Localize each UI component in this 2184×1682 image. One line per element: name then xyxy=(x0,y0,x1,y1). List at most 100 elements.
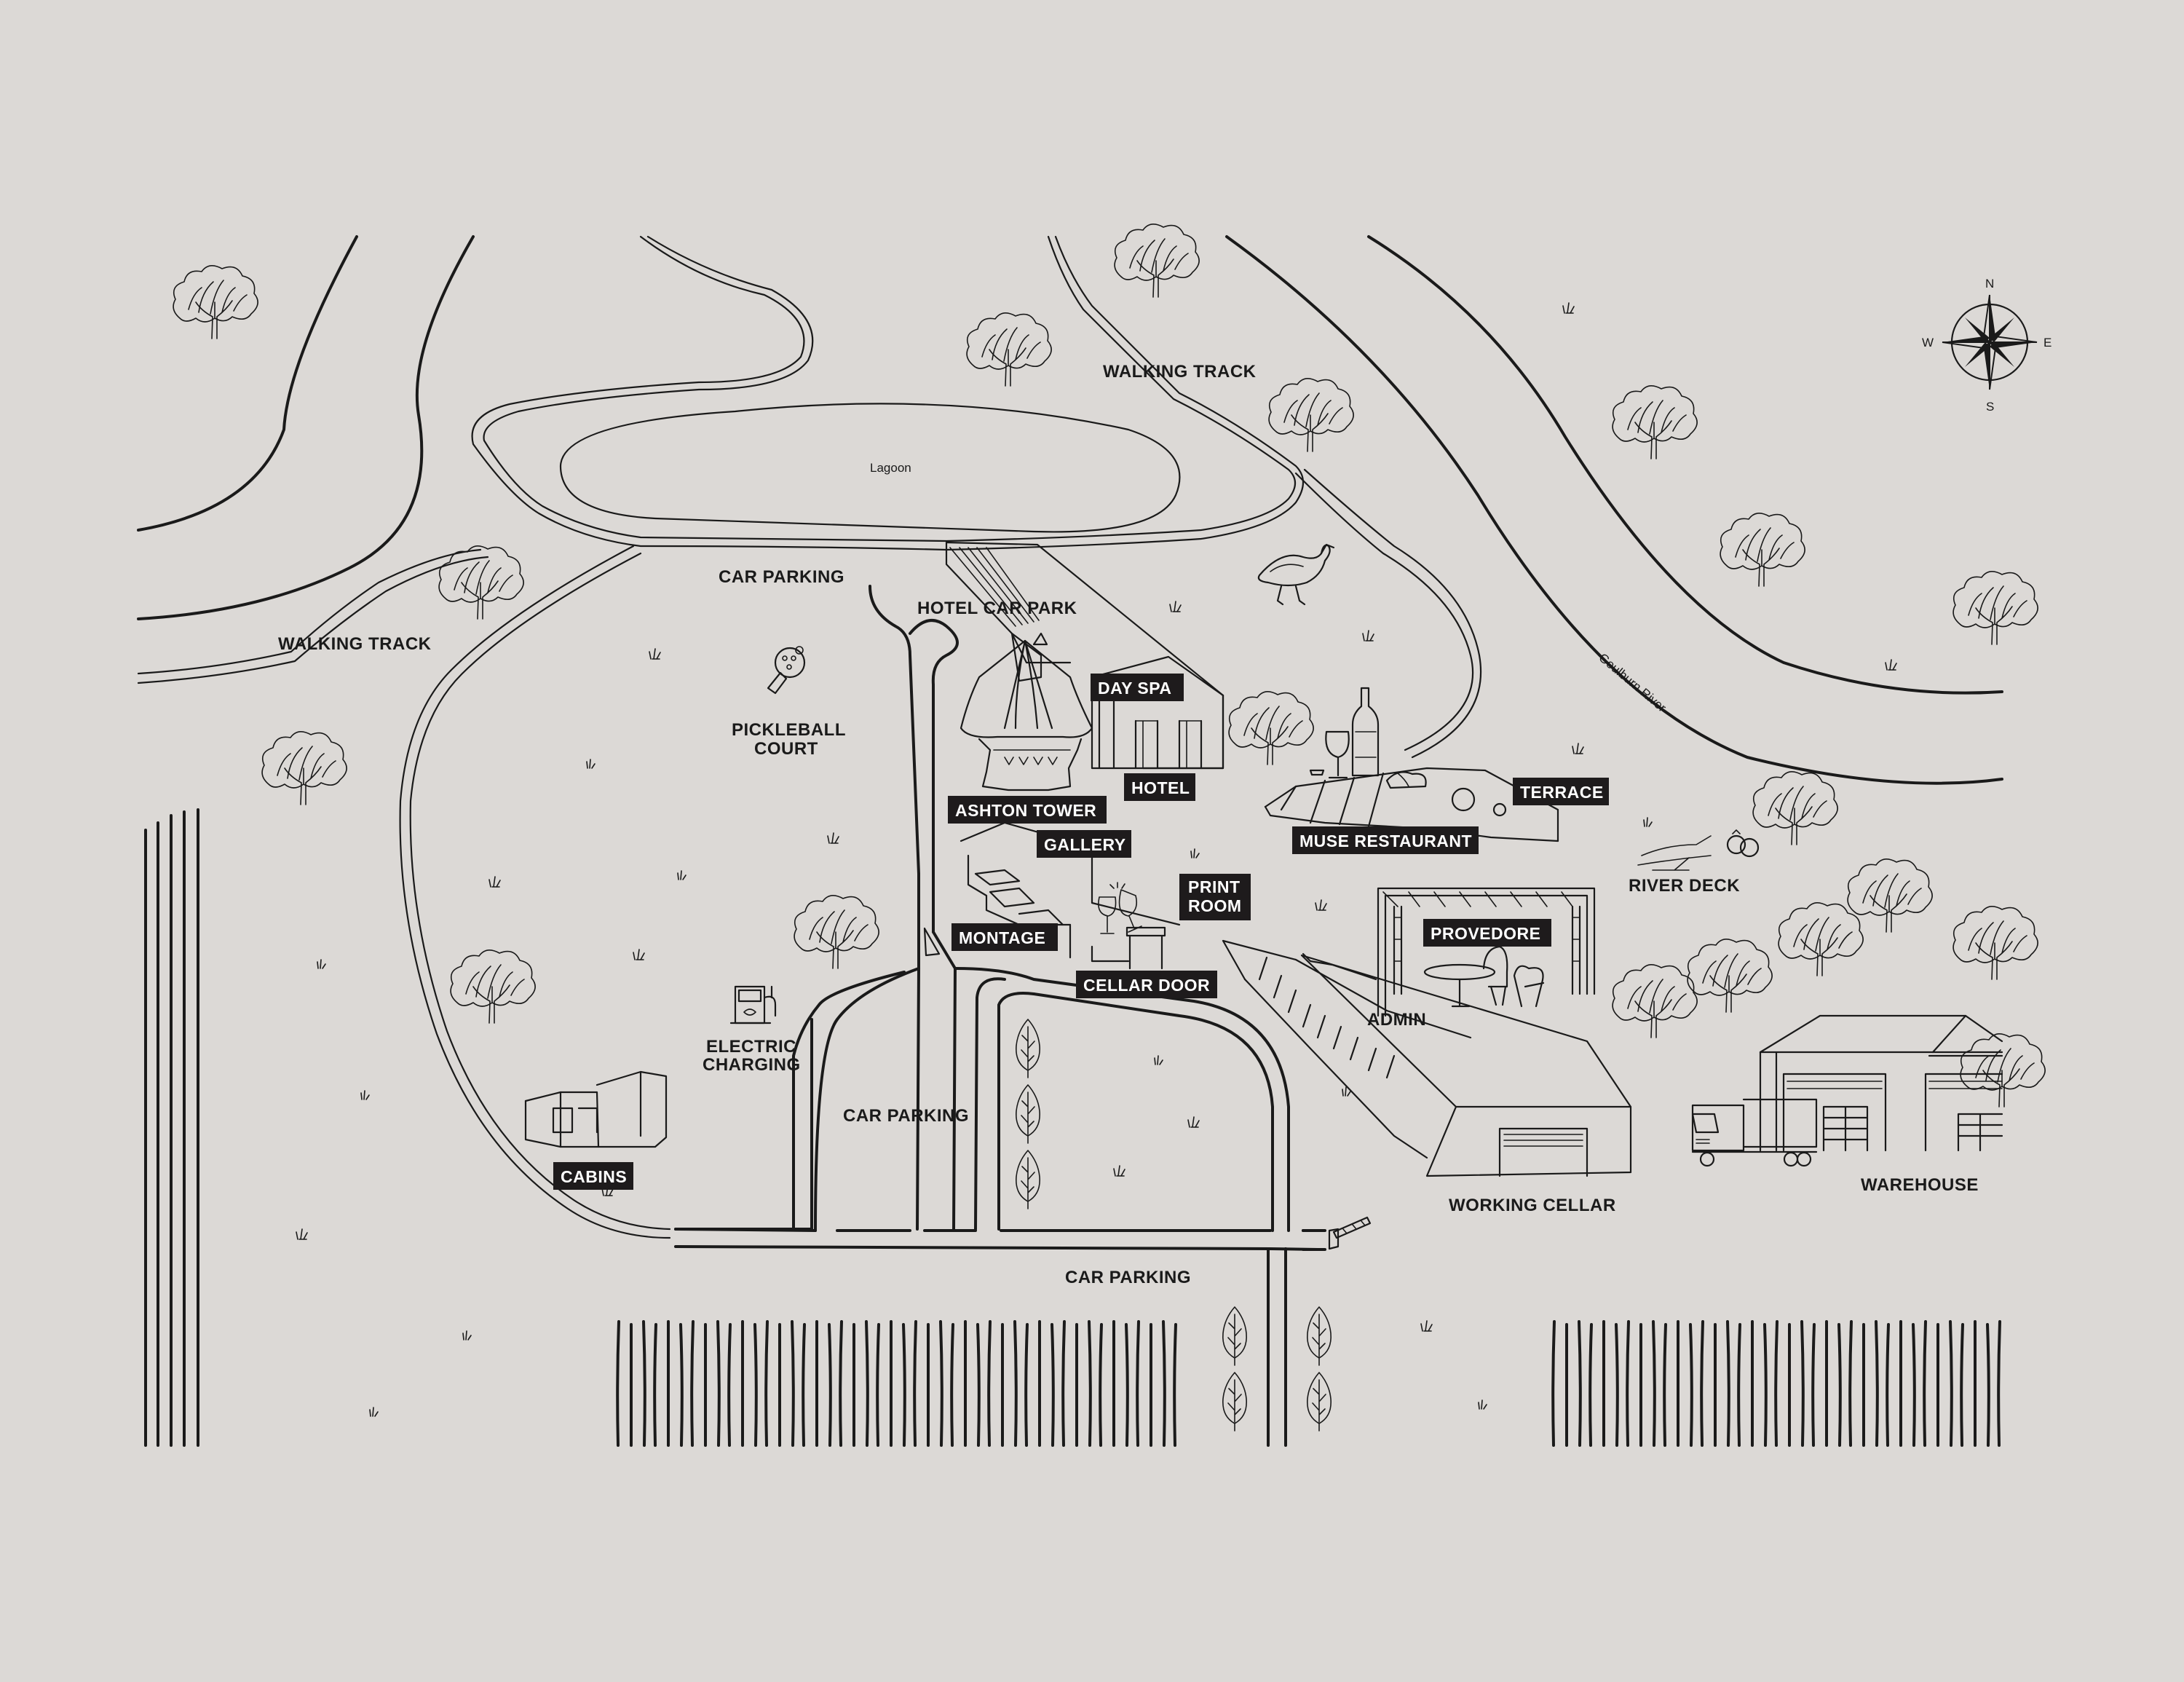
svg-text:CABINS: CABINS xyxy=(561,1167,627,1186)
label-montage[interactable]: MONTAGE xyxy=(951,923,1058,951)
vine-row xyxy=(1986,1323,1990,1447)
poplar-tree-icon xyxy=(1016,1019,1040,1078)
boom-gate-icon xyxy=(1328,1216,1372,1250)
vineyard-rows-left xyxy=(144,808,199,1447)
vine-row xyxy=(753,1323,758,1447)
tree-icon xyxy=(966,312,1052,387)
label-provedore[interactable]: PROVEDORE xyxy=(1423,919,1551,947)
label-ashton-tower[interactable]: ASHTON TOWER xyxy=(948,796,1107,824)
vine-row xyxy=(1626,1320,1630,1447)
tree-icon xyxy=(1720,513,1805,587)
vine-row xyxy=(802,1323,806,1447)
truck-icon xyxy=(1691,1098,1818,1167)
vine-row xyxy=(1652,1320,1656,1447)
wine-glasses-icon xyxy=(1098,882,1142,934)
svg-text:MUSE RESTAURANT: MUSE RESTAURANT xyxy=(1299,832,1472,850)
vineyard-rows-bottom-right xyxy=(1551,1320,2001,1447)
tree-icon xyxy=(1687,939,1773,1013)
label-day-spa[interactable]: DAY SPA xyxy=(1091,674,1184,701)
compass-south: S xyxy=(1986,400,1994,414)
vine-row xyxy=(939,1320,943,1447)
vine-row xyxy=(1663,1323,1667,1447)
electric-label-2: CHARGING xyxy=(703,1055,801,1075)
label-cabins[interactable]: CABINS xyxy=(553,1162,633,1190)
cabins-building xyxy=(524,1070,668,1148)
vine-row xyxy=(1024,1323,1029,1447)
vine-row xyxy=(679,1323,684,1447)
tree-icon xyxy=(1960,1033,2046,1107)
goulburn-river: Goulburn River xyxy=(137,235,2003,785)
working-cellar-label: WORKING CELLAR xyxy=(1449,1196,1616,1215)
hotel-complex xyxy=(945,541,1224,970)
car-parking-top-label: CAR PARKING xyxy=(719,567,844,587)
svg-text:HOTEL: HOTEL xyxy=(1131,778,1190,797)
tree-icon xyxy=(794,895,879,969)
tree-icon xyxy=(1752,771,1838,845)
vine-row xyxy=(1737,1323,1741,1447)
goulburn-river-label: Goulburn River xyxy=(1596,651,1669,715)
tree-icon xyxy=(1268,378,1354,452)
label-cellar-door[interactable]: CELLAR DOOR xyxy=(1076,971,1217,998)
vine-row xyxy=(1949,1320,1953,1447)
vine-row xyxy=(1726,1320,1730,1447)
muse-restaurant-building xyxy=(1264,767,1559,842)
vine-row xyxy=(839,1320,843,1447)
label-gallery[interactable]: GALLERY xyxy=(1037,830,1131,858)
roads: CAR PARKING CAR PARKING CAR PARKING HOTE… xyxy=(674,567,1326,1447)
poplar-tree-icon xyxy=(1016,1084,1040,1144)
vine-row xyxy=(987,1320,992,1447)
tree-icon xyxy=(173,265,258,339)
vine-row xyxy=(653,1323,657,1447)
label-terrace[interactable]: TERRACE xyxy=(1513,778,1609,805)
car-parking-bottom-label: CAR PARKING xyxy=(1065,1268,1191,1287)
vine-row xyxy=(1960,1323,1964,1447)
river-deck-label: RIVER DECK xyxy=(1629,876,1740,896)
vine-row xyxy=(1125,1323,1129,1447)
vine-row xyxy=(1837,1323,1842,1447)
lagoon-label: Lagoon xyxy=(870,461,911,475)
vine-row xyxy=(1162,1320,1166,1447)
admin-building: ADMIN WORKING CELLAR xyxy=(1222,939,1632,1215)
vine-row xyxy=(876,1323,880,1447)
vine-row xyxy=(1848,1320,1853,1447)
vine-row xyxy=(913,1320,917,1447)
compass-rose: N S E W xyxy=(1922,277,2052,414)
vine-row xyxy=(1088,1320,1092,1447)
walking-tracks: WALKING TRACK WALKING TRACK xyxy=(137,235,1482,1239)
vine-row xyxy=(1774,1320,1779,1447)
vine-row xyxy=(1173,1323,1177,1447)
vine-row xyxy=(1700,1320,1704,1447)
river-deck: RIVER DECK xyxy=(1629,829,1760,896)
label-hotel[interactable]: HOTEL xyxy=(1124,773,1195,801)
poplar-tree-icon xyxy=(1222,1306,1247,1366)
compass-east: E xyxy=(2043,336,2052,350)
compass-north: N xyxy=(1985,277,1994,291)
vine-row xyxy=(1551,1320,1556,1447)
admin-label: ADMIN xyxy=(1367,1010,1426,1030)
svg-text:MONTAGE: MONTAGE xyxy=(959,928,1045,947)
label-print-room[interactable]: PRINT ROOM xyxy=(1179,874,1251,920)
vine-row xyxy=(1763,1323,1768,1447)
compass-west: W xyxy=(1922,336,1934,350)
vine-row xyxy=(1875,1320,1879,1447)
svg-text:PRINT: PRINT xyxy=(1188,877,1241,896)
walking-track-left-label: WALKING TRACK xyxy=(278,634,432,654)
vine-row xyxy=(764,1320,769,1447)
vine-row xyxy=(1061,1320,1066,1447)
vine-row xyxy=(950,1323,954,1447)
vine-row xyxy=(716,1320,721,1447)
tree-icon xyxy=(1612,964,1698,1038)
vine-row xyxy=(828,1323,832,1447)
vine-row xyxy=(1615,1323,1619,1447)
vine-row xyxy=(791,1320,795,1447)
walking-track-top-label: WALKING TRACK xyxy=(1103,362,1257,382)
vine-row xyxy=(1578,1320,1582,1447)
wine-bottle-icon xyxy=(1309,687,1380,779)
provedore-building xyxy=(1377,887,1596,1017)
lagoon: Lagoon xyxy=(559,403,1181,533)
poplar-tree-icon xyxy=(1016,1150,1040,1209)
label-muse-restaurant[interactable]: MUSE RESTAURANT xyxy=(1292,826,1479,854)
poplar-tree-icon xyxy=(1307,1372,1332,1432)
svg-text:GALLERY: GALLERY xyxy=(1044,835,1126,854)
